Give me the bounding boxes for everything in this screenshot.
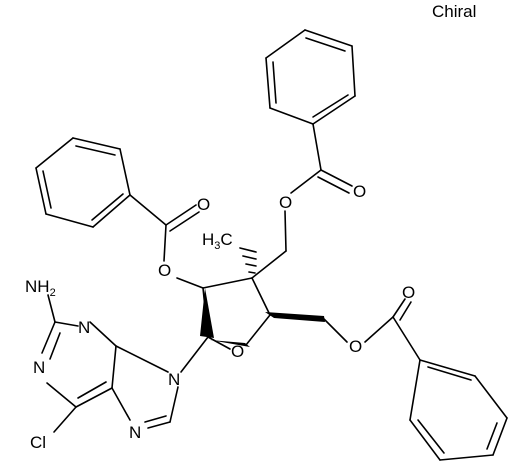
atom-n9: N [168,370,180,389]
bond-oester2-ch2 [284,210,287,252]
purine-pyrimidine-ring [41,294,117,408]
bond-ring2-carbonyl [312,123,322,171]
atom-o-ester-cme: O [279,193,292,212]
atom-o-ester-2: O [158,261,171,280]
wedge-o-c1 [210,340,250,347]
purine-imidazole-ring [111,345,179,429]
benzoyl-ring-bottom [409,359,508,461]
wedge-c1-c2 [200,288,214,338]
atom-n-pyrimidine-top: N [78,318,90,337]
bond-carbonyl2-oxo [320,169,353,187]
benzoyl-ring-left [35,137,131,228]
bond-c6-cl [53,406,77,433]
atom-o-carbonyl-2: O [197,195,210,214]
atom-n7: N [129,423,141,442]
bond-carbonyl3-oxo [392,298,406,318]
bond-carbonyl1-oester [163,224,167,262]
bond-carbonyl1-oxo [165,204,197,226]
atom-chlorine: Cl [30,433,46,452]
benzoyl-ring-top [265,29,356,125]
furanose-ring [202,277,271,350]
bond-oester1-c2 [176,277,204,289]
atom-n-pyrimidine-left: N [33,358,45,377]
methyl-hash-bond [239,247,257,274]
atom-o-ester-5: O [349,337,362,356]
bond-carbonyl3-ring [392,316,421,361]
bond-oester3-carbonyl [364,316,394,343]
bond-layer [35,29,508,461]
chiral-flag: Chiral [432,2,476,21]
bond-ring1-carbonyl [129,194,167,226]
atom-label-layer: Chiral NH2 N N N N Cl O O O O O O O H3C [25,2,476,452]
wedge-c4-c5 [265,312,325,322]
bond-ch2-c3 [251,250,287,279]
atom-nh2: NH2 [25,277,56,299]
bond-c1-n9 [180,336,209,373]
atom-o-carbonyl-5: O [402,283,415,302]
bond-c5-oester [323,318,348,343]
bond-carbonyl2-oester [290,169,322,194]
atom-methyl: H3C [202,230,233,252]
atom-o-ring: O [231,342,244,361]
atom-o-carbonyl-cme: O [353,182,366,201]
